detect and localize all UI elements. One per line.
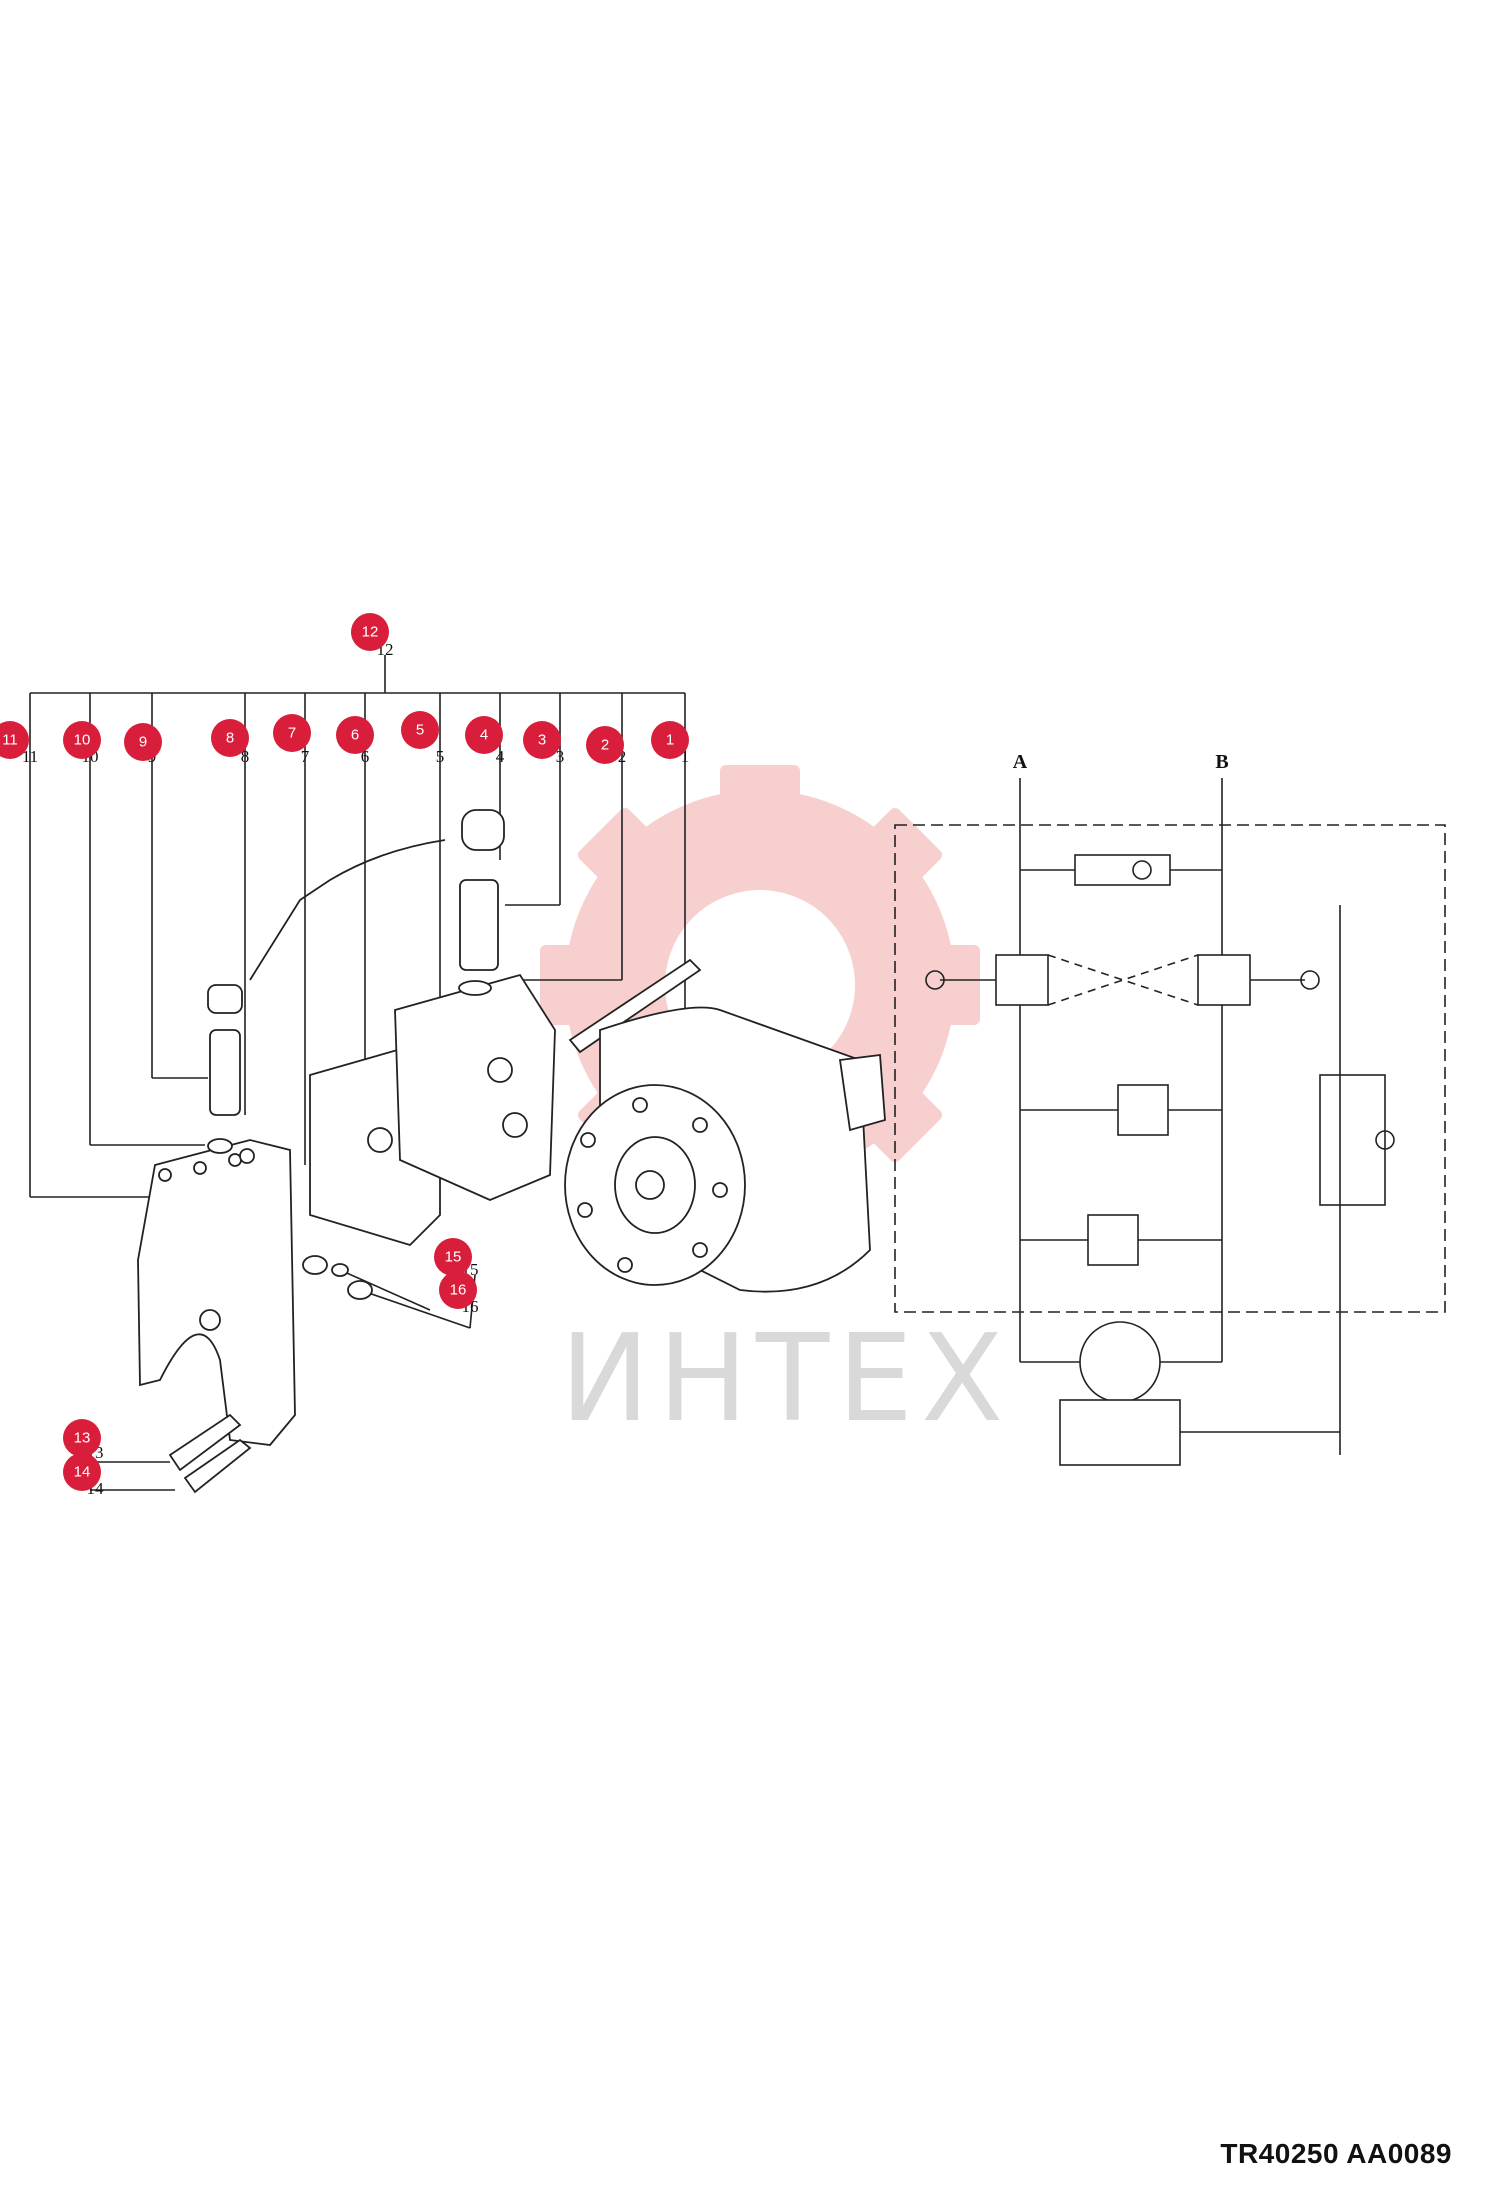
callout-number: 7 bbox=[288, 725, 296, 742]
printed-part-number: 4 bbox=[496, 747, 505, 766]
watermark-text: ИНТЕХ bbox=[560, 1310, 1011, 1449]
relief-valve-b-symbol bbox=[1197, 954, 1251, 1006]
callout-5: 55 bbox=[401, 711, 444, 766]
callout-number: 3 bbox=[538, 732, 546, 749]
callout-10: 1010 bbox=[63, 721, 101, 766]
callout-badge bbox=[63, 1453, 101, 1491]
callout-badge bbox=[211, 719, 249, 757]
callout-9: 99 bbox=[124, 723, 162, 766]
valve-housing-outline bbox=[894, 824, 1446, 1313]
callout-badge bbox=[439, 1271, 477, 1309]
callout-number: 5 bbox=[416, 722, 424, 739]
callout-number: 2 bbox=[601, 737, 609, 754]
callout-number: 4 bbox=[480, 727, 488, 744]
relief-valve-a-symbol bbox=[995, 954, 1049, 1006]
brake-symbol bbox=[1059, 1399, 1181, 1466]
callout-number: 14 bbox=[74, 1464, 91, 1481]
port-b-label: B bbox=[1215, 751, 1228, 773]
callout-badge bbox=[124, 723, 162, 761]
cartridge-part bbox=[459, 879, 499, 971]
callout-badge bbox=[586, 726, 624, 764]
callout-8: 88 bbox=[211, 719, 249, 766]
callout-badge bbox=[651, 721, 689, 759]
callout-6: 66 bbox=[336, 716, 374, 766]
callout-badge bbox=[434, 1238, 472, 1276]
printed-part-number: 7 bbox=[301, 747, 310, 766]
shuttle-valve-symbol bbox=[1074, 854, 1171, 886]
check-valve-part bbox=[209, 1029, 241, 1116]
callout-number: 13 bbox=[74, 1430, 91, 1447]
callout-badge bbox=[465, 716, 503, 754]
printed-part-number: 8 bbox=[241, 747, 250, 766]
callout-badge bbox=[401, 711, 439, 749]
hydraulic-schematic: A B bbox=[894, 751, 1446, 1466]
callout-1: 11 bbox=[651, 721, 689, 766]
callout-number: 10 bbox=[74, 732, 91, 749]
callout-4: 44 bbox=[465, 716, 505, 766]
callout-3: 33 bbox=[523, 721, 564, 766]
callout-2: 22 bbox=[586, 726, 626, 766]
callout-7: 77 bbox=[273, 714, 311, 766]
callout-number: 6 bbox=[351, 727, 359, 744]
callouts: 1122334455667788991010111112121313141415… bbox=[0, 613, 689, 1498]
callout-number: 12 bbox=[362, 624, 379, 641]
callout-number: 1 bbox=[666, 732, 674, 749]
document-code: TR40250 AA0089 bbox=[1220, 2138, 1452, 2169]
callout-number: 8 bbox=[226, 730, 234, 747]
hydraulic-motor-symbol bbox=[1079, 1321, 1161, 1403]
printed-part-number: 2 bbox=[618, 747, 627, 766]
valve-block-front bbox=[394, 973, 556, 1201]
callout-badge bbox=[351, 613, 389, 651]
callout-number: 9 bbox=[139, 734, 147, 751]
printed-part-number: 1 bbox=[681, 747, 690, 766]
callout-number: 15 bbox=[445, 1249, 462, 1266]
callout-badge bbox=[523, 721, 561, 759]
callout-number: 11 bbox=[2, 732, 18, 749]
callout-badge bbox=[273, 714, 311, 752]
pressure-valve-2-symbol bbox=[1087, 1214, 1139, 1266]
port-a-label: A bbox=[1013, 751, 1028, 773]
printed-part-number: 11 bbox=[22, 747, 38, 766]
printed-part-number: 3 bbox=[556, 747, 565, 766]
printed-part-number: 6 bbox=[361, 747, 370, 766]
bracket-part bbox=[137, 1139, 296, 1446]
callout-badge bbox=[0, 721, 29, 759]
callout-number: 16 bbox=[450, 1282, 467, 1299]
pilot-cap-part bbox=[461, 809, 505, 851]
callout-badge bbox=[63, 721, 101, 759]
mechanical-parts bbox=[137, 809, 886, 1494]
callout-badge bbox=[63, 1419, 101, 1457]
callout-badge bbox=[336, 716, 374, 754]
pressure-valve-1-symbol bbox=[1117, 1084, 1169, 1136]
printed-part-number: 5 bbox=[436, 747, 445, 766]
